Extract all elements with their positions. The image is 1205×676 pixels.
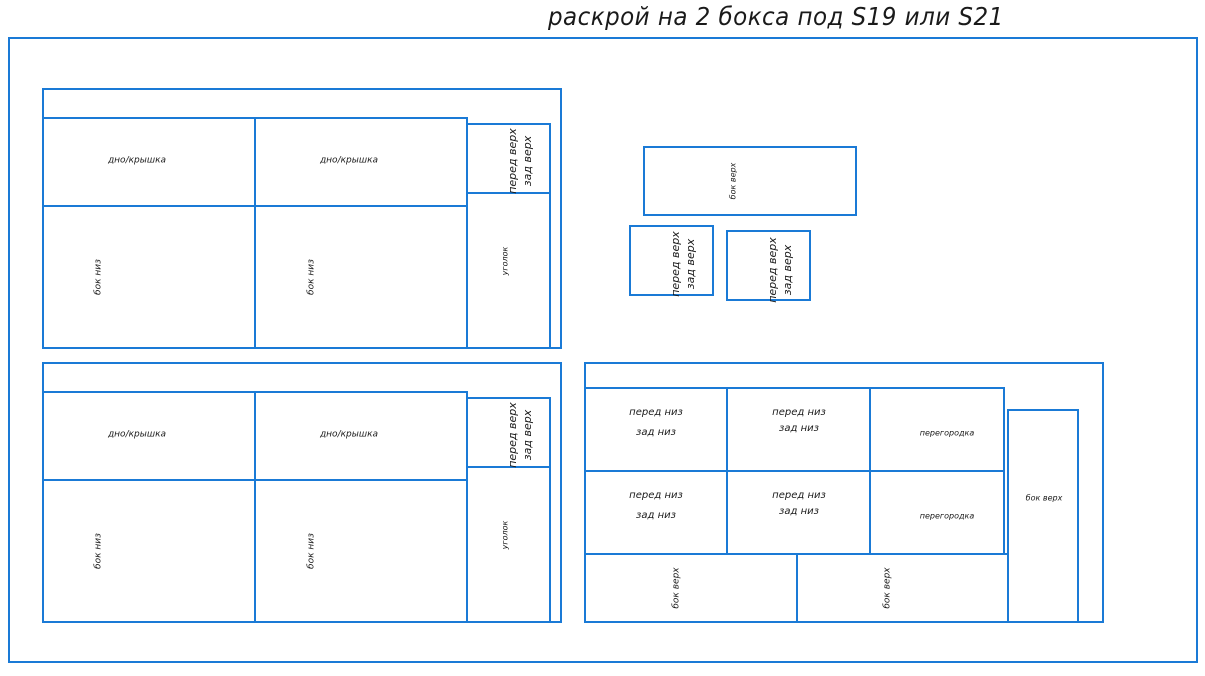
label-pered-verh-c1: перед верх [669,231,682,297]
piece-pered-zad-2 [726,230,811,301]
label-bok-niz-b2: бок низ [307,533,317,569]
label-bok-verh-c1: бок верх [672,567,682,609]
label-zad-niz-1b: зад низ [779,423,819,434]
label-zad-verh-a: зад верх [521,135,534,186]
label-pered-verh-b: перед верх [506,402,519,468]
label-dno-kryshka-a2: дно/крышка [319,156,378,166]
label-bok-verh-c3: бок верх [1026,494,1063,503]
label-bok-verh-c2: бок верх [883,567,893,609]
label-pered-niz-2a: перед низ [629,490,683,501]
label-pered-verh-c2: перед верх [766,237,779,303]
label-bok-niz-a2: бок низ [307,259,317,295]
label-zad-niz-1a: зад низ [636,427,676,438]
label-zad-verh-c2: зад верх [781,244,794,295]
label-peregorodka-1: перегородка [920,429,975,438]
label-zad-verh-c1: зад верх [684,238,697,289]
label-dno-kryshka-b1: дно/крышка [107,430,166,440]
label-bok-niz-b1: бок низ [94,533,104,569]
label-pered-niz-1b: перед низ [772,407,826,418]
label-zad-niz-2b: зад низ [779,506,819,517]
label-bok-niz-a1: бок низ [94,259,104,295]
label-dno-kryshka-a1: дно/крышка [107,156,166,166]
piece-pered-zad-1 [629,225,714,296]
label-zad-niz-2a: зад низ [636,510,676,521]
piece-bok-verh-single [643,146,857,216]
label-peregorodka-2: перегородка [920,512,975,521]
label-dno-kryshka-b2: дно/крышка [319,430,378,440]
label-pered-verh-a: перед верх [506,128,519,194]
label-bok-verh-single: бок верх [729,162,738,199]
label-zad-verh-b: зад верх [521,409,534,460]
label-pered-niz-1a: перед низ [629,407,683,418]
page-title: раскрой на 2 бокса под S19 или S21 [548,2,1004,31]
label-ugolok-b: уголок [501,520,510,550]
label-pered-niz-2b: перед низ [772,490,826,501]
sheet-outline [8,37,1198,663]
label-ugolok-a: уголок [501,246,510,276]
